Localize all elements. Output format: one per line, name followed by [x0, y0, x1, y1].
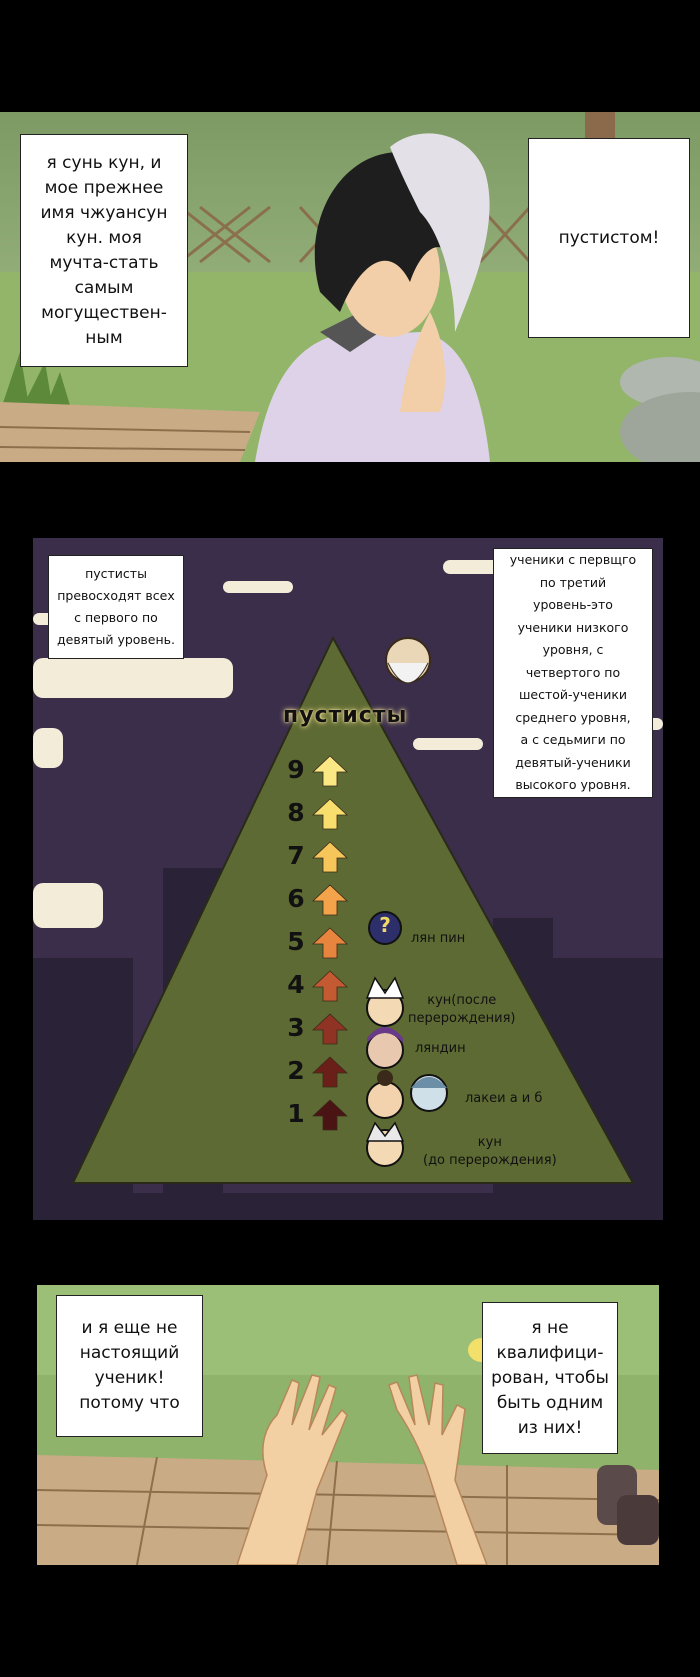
pyramid [71, 635, 635, 1184]
level-number: 9 [287, 755, 305, 784]
up-arrow-icon [311, 1056, 349, 1088]
boots-icon [597, 1465, 659, 1545]
speech-text: и я еще не настоящий ученик! потому что [79, 1318, 180, 1413]
level-number: 1 [287, 1099, 305, 1128]
level-number: 4 [287, 970, 305, 999]
up-arrow-icon [311, 884, 349, 916]
character-label-kun-before: кун (до перерождения) [423, 1135, 557, 1168]
up-arrow-icon [311, 970, 349, 1002]
speech-bubble-left: пустисты превосходят всех с первого по д… [48, 555, 184, 659]
level-number: 6 [287, 884, 305, 913]
level-number: 7 [287, 841, 305, 870]
speech-bubble-right: пустистом! [528, 138, 690, 338]
speech-text: я не квалифици- рован, чтобы быть одним … [491, 1317, 609, 1438]
speech-bubble-left: и я еще не настоящий ученик! потому что [56, 1295, 203, 1437]
up-arrow-icon [311, 841, 349, 873]
level-arrows [311, 755, 349, 1131]
character-label-lyan-pin: лян пин [411, 931, 466, 946]
level-number: 5 [287, 927, 305, 956]
level-number: 3 [287, 1013, 305, 1042]
liangding-avatar [366, 1027, 404, 1069]
speech-text: пустистом! [558, 227, 660, 248]
kun-before-avatar [365, 1121, 405, 1167]
panel-1: я сунь кун, и мое прежнее имя чжуансун к… [0, 112, 700, 462]
up-arrow-icon [311, 798, 349, 830]
speech-text: я сунь кун, и мое прежнее имя чжуансун к… [40, 152, 168, 348]
character-label-kun-reborn: кун(после перерождения) [408, 993, 516, 1026]
speech-bubble-right: ученики с первщго по третий уровень-это … [493, 548, 653, 798]
kun-reborn-avatar [365, 976, 405, 1027]
up-arrow-icon [311, 755, 349, 787]
pyramid-title: пустисты [283, 703, 408, 728]
speech-text: пустисты превосходят всех с первого по д… [56, 566, 176, 647]
lackey-a-avatar [366, 1070, 404, 1119]
panel-2: пустисты превосходят всех с первого по д… [33, 538, 663, 1220]
level-number: 2 [287, 1056, 305, 1085]
mystery-avatar [368, 911, 402, 945]
character-label-lackeys: лакеи а и б [465, 1091, 543, 1106]
lackey-b-avatar [410, 1074, 448, 1112]
speech-text: ученики с первщго по третий уровень-это … [509, 552, 637, 793]
up-arrow-icon [311, 927, 349, 959]
panel-3: и я еще не настоящий ученик! потому что … [37, 1285, 659, 1565]
elder-avatar [385, 637, 431, 684]
up-arrow-icon [311, 1013, 349, 1045]
up-arrow-icon [311, 1099, 349, 1131]
hands-art [236, 1374, 488, 1565]
level-number: 8 [287, 798, 305, 827]
character-label-liangding: ляндин [415, 1041, 466, 1056]
speech-bubble-right: я не квалифици- рован, чтобы быть одним … [482, 1302, 618, 1454]
speech-bubble-left: я сунь кун, и мое прежнее имя чжуансун к… [20, 134, 188, 367]
question-mark-icon: ? [379, 913, 391, 937]
